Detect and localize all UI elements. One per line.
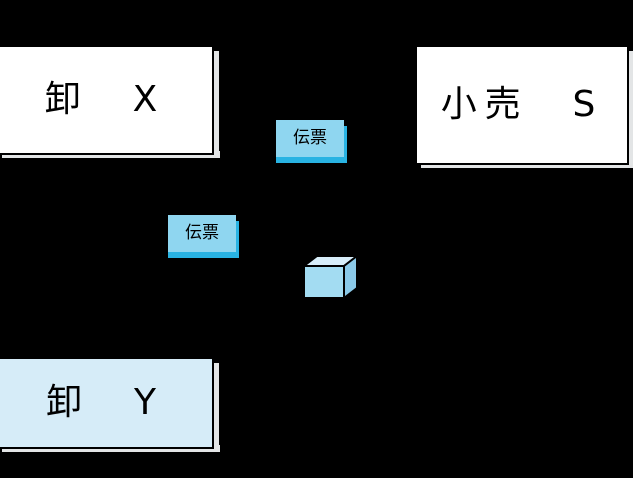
slip-2-shadow-right — [236, 221, 239, 258]
slip-denpyo-1[interactable]: 伝票 — [276, 120, 344, 157]
slip-denpyo-2[interactable]: 伝票 — [168, 215, 236, 252]
entity-oroshi-y-shadow-right — [212, 363, 219, 452]
slip-1-shadow-bottom — [276, 157, 344, 163]
slip-2-shadow-bottom — [168, 252, 236, 258]
entity-oroshi-x-shadow-right — [212, 51, 219, 158]
box-3d-front-face — [303, 265, 345, 299]
entity-label-oroshi-y: 卸 Y — [46, 382, 164, 423]
box-3d-icon-svg — [301, 253, 360, 301]
entity-label-kouri-s: 小売 S — [440, 84, 604, 125]
slip-label-1: 伝票 — [293, 128, 327, 148]
entity-label-oroshi-x: 卸 X — [44, 79, 166, 120]
entity-box-oroshi-y[interactable]: 卸 Y — [0, 357, 214, 449]
entity-box-kouri-s[interactable]: 小売 S — [415, 45, 629, 165]
entity-box-oroshi-x[interactable]: 卸 X — [0, 45, 214, 155]
box-3d-icon[interactable] — [301, 253, 360, 301]
slip-label-2: 伝票 — [185, 223, 219, 243]
entity-kouri-s-shadow-right — [627, 51, 633, 168]
box-3d-side-face — [343, 253, 358, 301]
slip-1-shadow-right — [344, 126, 347, 163]
